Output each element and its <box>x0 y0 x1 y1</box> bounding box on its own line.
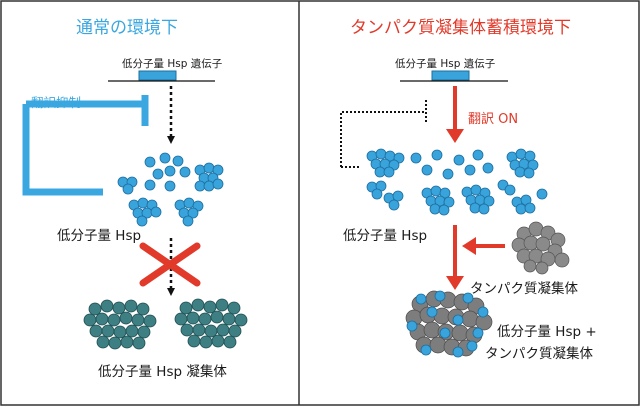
translation-repression-label: 翻訳抑制 <box>31 95 82 110</box>
protein-aggregate <box>511 221 570 275</box>
hsp-aggregate-label: 低分子量 Hsp 凝集体 <box>98 364 227 380</box>
translation-on-label: 翻訳 ON <box>468 112 519 127</box>
complex-label-line2: タンパク質凝集体 <box>485 346 593 362</box>
left-panel-title: 通常の環境下 <box>76 18 178 38</box>
right-hsp-label: 低分子量 Hsp <box>343 228 428 244</box>
gene-box <box>138 70 177 81</box>
inactive-repression-bracket <box>340 100 427 167</box>
hsp-protein-complex <box>405 290 493 358</box>
protein-input-arrow-head <box>462 237 476 255</box>
right-gene-label: 低分子量 Hsp 遺伝子 <box>395 58 496 70</box>
complex-label-line1: 低分子量 Hsp + <box>497 324 597 340</box>
hsp-aggregate-right <box>174 298 248 349</box>
repression-bracket <box>22 100 145 196</box>
protein-aggregate-label: タンパク質凝集体 <box>470 281 578 297</box>
gene-box <box>431 70 470 81</box>
translation-arrow-head <box>446 129 464 143</box>
left-hsp-cluster <box>117 152 224 227</box>
right-panel-title: タンパク質凝集体蓄積環境下 <box>350 18 571 38</box>
left-hsp-label: 低分子量 Hsp <box>57 228 142 244</box>
right-gene <box>400 70 508 82</box>
right-down-arrow-head <box>446 276 464 290</box>
hsp-aggregate-left <box>83 299 157 350</box>
right-hsp-cluster <box>366 148 548 216</box>
left-gene <box>108 70 215 82</box>
blocked-cross-icon <box>139 242 201 287</box>
left-gene-label: 低分子量 Hsp 遺伝子 <box>122 58 223 70</box>
